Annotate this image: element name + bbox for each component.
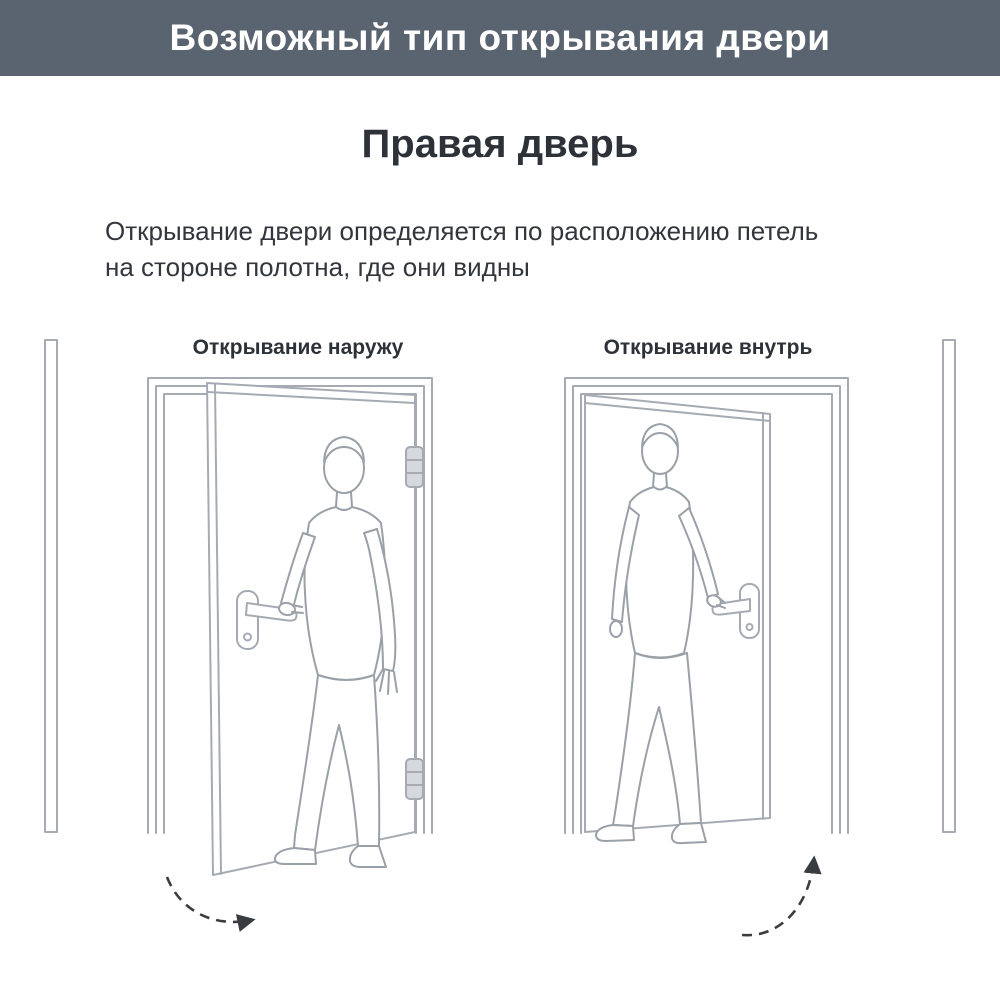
person-figure-inward: [595, 423, 726, 845]
swing-arrow-outward: [165, 876, 256, 932]
header-banner: Возможный тип открывания двери: [0, 0, 1000, 76]
description-line-2: на стороне полотна, где они видны: [105, 251, 530, 282]
description-line-1: Открывание двери определяется по располо…: [105, 216, 819, 246]
person-back-shoe: [670, 822, 707, 845]
swing-arrow-inward: [741, 855, 822, 937]
banner-title: Возможный тип открывания двери: [169, 17, 831, 58]
section-title: Правая дверь: [361, 122, 639, 166]
illustration-outward: [44, 339, 433, 932]
illustration-inward: [564, 339, 956, 937]
door-handle: [236, 590, 298, 650]
person-front-shoe: [273, 847, 317, 865]
hinge-bottom: [405, 758, 424, 800]
person-hanging-arm: [611, 506, 640, 623]
description-text: Открывание двери определяется по располо…: [105, 214, 945, 286]
person-legs: [612, 652, 702, 827]
wall-right: [942, 339, 956, 833]
door-handle: [711, 583, 760, 639]
wall-left: [44, 339, 58, 833]
person-hair: [323, 436, 365, 463]
person-legs: [293, 674, 381, 851]
person-front-shoe: [595, 824, 635, 842]
door-frame: [564, 377, 849, 834]
person-figure-outward: [273, 436, 398, 868]
panel-label-outward: Открывание наружу: [192, 336, 404, 359]
person-hair: [641, 423, 679, 448]
panel-label-inward: Открывание внутрь: [603, 336, 813, 359]
hinge-top: [405, 446, 424, 488]
person-back-shoe: [348, 845, 387, 868]
